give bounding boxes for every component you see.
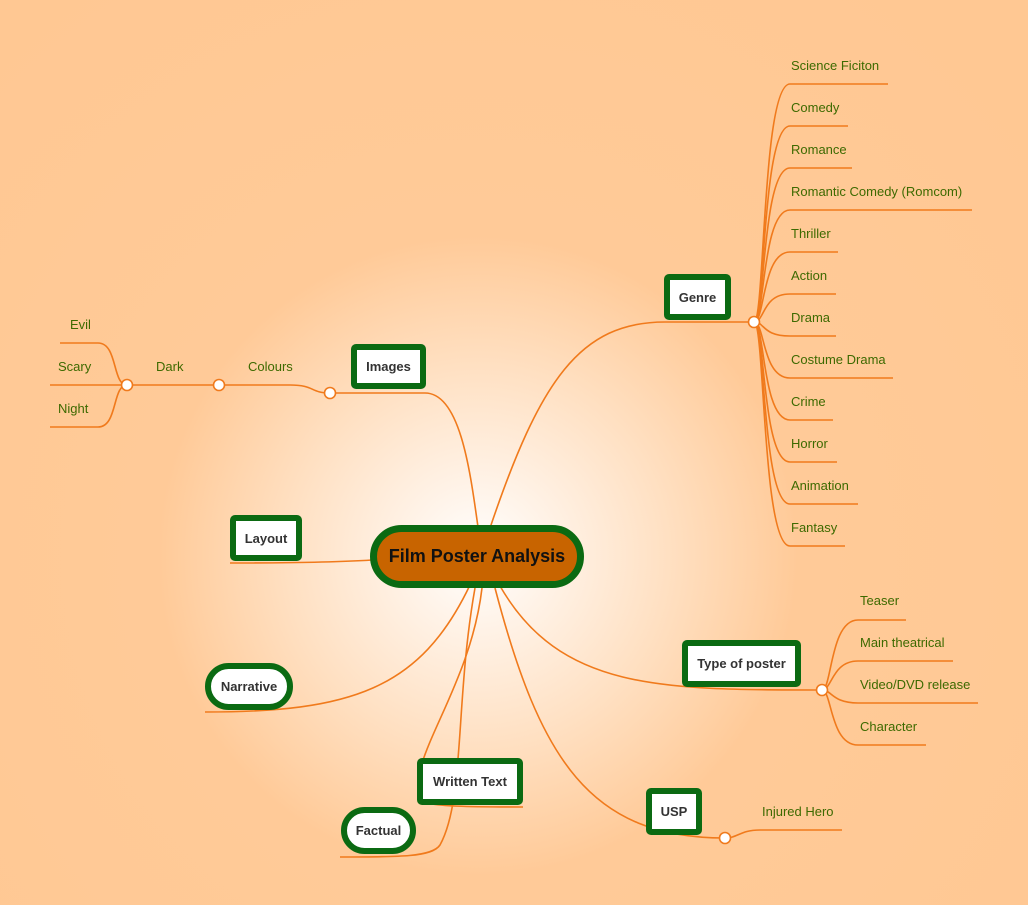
node-usp-label: USP	[660, 804, 688, 819]
node-usp[interactable]: USP	[646, 788, 702, 835]
leaf-poster-video-dvd[interactable]: Video/DVD release	[860, 677, 971, 692]
node-layout[interactable]: Layout	[230, 515, 302, 561]
node-type-of-poster[interactable]: Type of poster	[682, 640, 801, 687]
leaf-images-night[interactable]: Night	[58, 401, 89, 416]
node-genre[interactable]: Genre	[664, 274, 731, 320]
node-narrative[interactable]: Narrative	[205, 663, 293, 710]
leaf-poster-main-theatrical[interactable]: Main theatrical	[860, 635, 945, 650]
leaf-genre-animation[interactable]: Animation	[791, 478, 849, 493]
leaf-usp-injured-hero[interactable]: Injured Hero	[762, 804, 834, 819]
node-narrative-label: Narrative	[220, 679, 278, 694]
leaf-genre-thriller[interactable]: Thriller	[791, 226, 831, 241]
node-factual[interactable]: Factual	[341, 807, 416, 854]
node-type-of-poster-label: Type of poster	[697, 656, 786, 671]
link-type-of-poster	[499, 585, 823, 691]
node-images-label: Images	[366, 359, 411, 374]
leaf-images-scary[interactable]: Scary	[58, 359, 92, 374]
link-genre	[489, 321, 754, 529]
leaf-genre-costume-drama[interactable]: Costume Drama	[791, 352, 886, 367]
central-topic-label: Film Poster Analysis	[388, 546, 566, 566]
link-images	[330, 392, 479, 528]
leaf-genre-fantasy[interactable]: Fantasy	[791, 520, 838, 535]
leaf-genre-horror[interactable]: Horror	[791, 436, 828, 451]
node-factual-label: Factual	[355, 823, 402, 838]
node-images[interactable]: Images	[351, 344, 426, 389]
central-topic[interactable]: Film Poster Analysis	[370, 525, 584, 588]
leaf-poster-teaser[interactable]: Teaser	[860, 593, 900, 608]
link-layout	[229, 559, 373, 564]
node-written-text-label: Written Text	[433, 774, 507, 789]
leaf-poster-character[interactable]: Character	[860, 719, 918, 734]
leaf-images-colours[interactable]: Colours	[248, 359, 293, 374]
leaf-genre-romance[interactable]: Romance	[791, 142, 847, 157]
leaf-genre-science-fiction[interactable]: Science Ficiton	[791, 58, 880, 73]
leaf-genre-romcom[interactable]: Romantic Comedy (Romcom)	[791, 184, 963, 199]
leaf-genre-crime[interactable]: Crime	[791, 394, 826, 409]
node-genre-label: Genre	[678, 289, 717, 305]
node-layout-label: Layout	[244, 530, 288, 546]
leaf-images-evil[interactable]: Evil	[70, 317, 91, 332]
leaf-genre-drama[interactable]: Drama	[791, 310, 831, 325]
leaf-genre-action[interactable]: Action	[791, 268, 828, 283]
node-written-text[interactable]: Written Text	[417, 758, 523, 805]
leaf-genre-comedy[interactable]: Comedy	[791, 100, 840, 115]
leaf-images-dark[interactable]: Dark	[156, 359, 184, 374]
link-factual	[339, 587, 476, 858]
link-narrative	[204, 584, 471, 713]
